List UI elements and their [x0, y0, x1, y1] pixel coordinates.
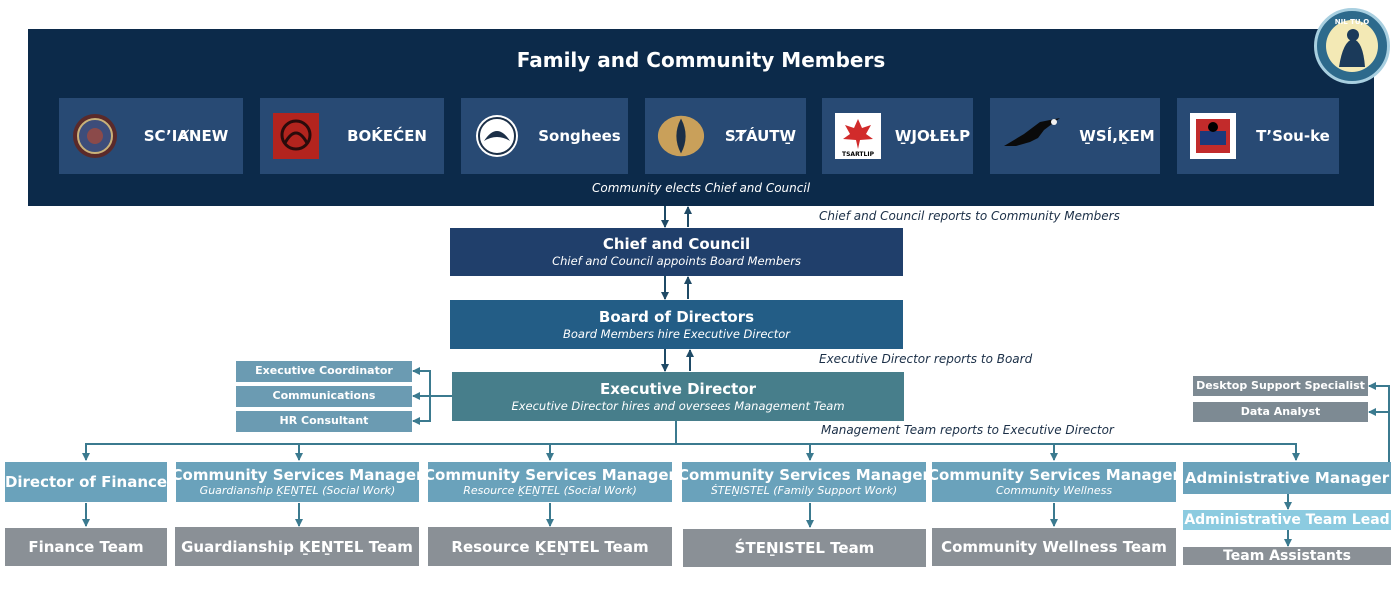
manager-title: Community Services Manager [171, 466, 424, 484]
board-subtitle: Board Members hire Executive Director [563, 326, 790, 341]
manager-subtitle: Community Wellness [995, 484, 1113, 497]
chief-title: Chief and Council [602, 235, 751, 253]
manager-subtitle: Resource ḴEṈTEL (Social Work) [463, 484, 637, 497]
manager-title: Director of Finance [4, 473, 168, 491]
resource-team-box: Resource ḴEṈTEL Team [428, 527, 672, 566]
chief-and-council-box: Chief and Council Chief and Council appo… [450, 228, 903, 276]
guardianship-team-box: Guardianship ḴEṈTEL Team [175, 527, 419, 566]
stautw-emblem-icon [657, 113, 705, 159]
guardianship-manager-box: Community Services Manager Guardianship … [172, 462, 423, 502]
nation-tile-tsouke: T’Sou-ke [1177, 98, 1339, 174]
community-members-title: Family and Community Members [516, 48, 886, 72]
executive-director-box: Executive Director Executive Director hi… [452, 372, 904, 421]
nation-tile-sciianew: SC’IȺNEW [59, 98, 243, 174]
eagle-icon [1002, 113, 1064, 159]
finance-team-box: Finance Team [5, 528, 167, 566]
nation-tile-bokecen: BOḰEĆEN [260, 98, 444, 174]
stenistel-manager-box: Community Services Manager ŚTEṈISTEL (Fa… [678, 462, 930, 502]
community-wellness-team-box: Community Wellness Team [932, 528, 1176, 566]
stenistel-team-box: ŚTEṈISTEL Team [683, 529, 926, 567]
nation-name: T’Sou-ke [1256, 127, 1330, 145]
tsartlip-logo-text: TSARTLIP [842, 151, 875, 158]
nation-name: W̱SÍ,ḴEM [1079, 127, 1155, 145]
executive-coordinator-box: Executive Coordinator [236, 361, 412, 382]
admin-support-connector [1368, 382, 1390, 464]
nation-name: BOḰEĆEN [347, 127, 427, 145]
hr-consultant-box: HR Consultant [236, 411, 412, 432]
nation-name: SC’IȺNEW [143, 127, 229, 145]
tsouke-emblem-icon [1189, 113, 1237, 159]
manager-title: Community Services Manager [928, 466, 1180, 484]
bokecen-crest-icon [272, 113, 320, 159]
manager-subtitle: Guardianship ḴEṈTEL (Social Work) [199, 484, 396, 497]
desktop-support-specialist-box: Desktop Support Specialist [1193, 376, 1368, 396]
manager-title: Community Services Manager [678, 466, 930, 484]
tsartlip-flag-icon: TSARTLIP [834, 113, 882, 159]
nation-name: W̱JOȽEȽP [894, 127, 971, 145]
management-reports-note: Management Team reports to Executive Dir… [821, 423, 1114, 437]
ed-title: Executive Director [599, 379, 757, 398]
board-title: Board of Directors [598, 307, 755, 326]
chief-reports-note: Chief and Council reports to Community M… [819, 209, 1120, 223]
manager-title: Administrative Manager [1184, 469, 1390, 487]
administrative-team-lead-box: Administrative Team Lead [1183, 510, 1391, 530]
nation-tile-wjolelp: TSARTLIP W̱JOȽEȽP [822, 98, 973, 174]
nil-tu-o-logo: NIL TU,O [1314, 8, 1390, 84]
community-elects-caption: Community elects Chief and Council [591, 181, 811, 195]
communications-coordinator-box: Communications Coordinator [236, 386, 412, 422]
nation-tile-songhees: Songhees [461, 98, 628, 174]
badge-text: NIL TU,O [1334, 18, 1370, 26]
chief-subtitle: Chief and Council appoints Board Members [552, 254, 801, 268]
nation-name: Songhees [538, 127, 621, 145]
ed-subtitle: Executive Director hires and oversees Ma… [511, 398, 845, 413]
songhees-emblem-icon [473, 113, 521, 159]
community-wellness-manager-box: Community Services Manager Community Wel… [928, 462, 1180, 502]
manager-title: Community Services Manager [424, 466, 676, 484]
manager-subtitle: ŚTEṈISTEL (Family Support Work) [710, 484, 898, 497]
administrative-manager-box: Administrative Manager [1183, 462, 1391, 494]
team-assistants-box: Team Assistants [1183, 547, 1391, 565]
nation-tile-stautw: SȾÁUTW̱ [645, 98, 806, 174]
sciianew-seal-icon [71, 113, 119, 159]
board-of-directors-box: Board of Directors Board Members hire Ex… [450, 300, 903, 349]
nation-tile-wsikem: W̱SÍ,ḴEM [990, 98, 1160, 174]
ed-reports-note: Executive Director reports to Board [819, 352, 1033, 366]
data-analyst-box: Data Analyst [1193, 402, 1368, 422]
resource-manager-box: Community Services Manager Resource ḴEṈT… [424, 462, 676, 502]
management-bus [85, 443, 1297, 459]
nation-name: SȾÁUTW̱ [724, 127, 797, 145]
ed-support-connector [412, 367, 452, 397]
director-of-finance-box: Director of Finance [5, 462, 167, 502]
